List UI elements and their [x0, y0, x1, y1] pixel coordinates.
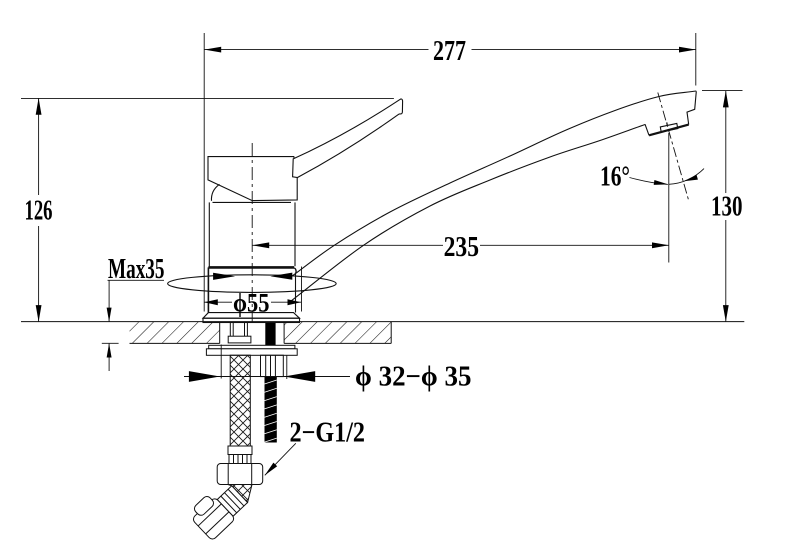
svg-text:126: 126: [25, 196, 53, 227]
svg-text:277: 277: [433, 36, 466, 67]
svg-text:130: 130: [711, 192, 743, 223]
svg-text:16°: 16°: [600, 162, 630, 193]
svg-text:Max35: Max35: [108, 254, 165, 285]
svg-text:235: 235: [444, 232, 479, 263]
svg-text:ϕ 32−ϕ 35: ϕ 32−ϕ 35: [355, 362, 472, 393]
svg-text:2−G1/2: 2−G1/2: [290, 418, 366, 449]
svg-text:ϕ55: ϕ55: [233, 289, 270, 318]
